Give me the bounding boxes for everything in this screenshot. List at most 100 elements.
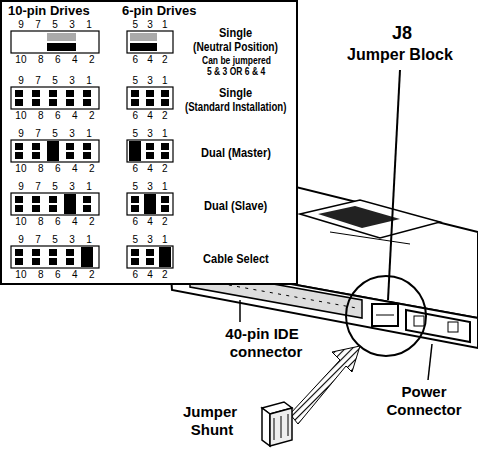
jumper-shunt-mark: [129, 141, 141, 161]
part-name: Jumper Block: [347, 47, 453, 63]
power-pin: [414, 316, 424, 326]
pin: [146, 258, 154, 265]
pin-numbers: 9 7 5 3 1: [18, 182, 92, 192]
pin: [131, 99, 139, 106]
pin: [32, 152, 40, 159]
neutral-shunt: [130, 43, 157, 51]
pin-numbers: 10 8 6 4 2: [15, 55, 94, 65]
pin-header-10: [11, 31, 99, 53]
column-heading: 6-pin Drives: [122, 4, 196, 17]
jumper-shunt-slot: [274, 418, 275, 440]
pin: [49, 205, 57, 212]
setting-name: (Standard Installation): [185, 101, 286, 113]
pin: [66, 143, 74, 150]
pin: [32, 258, 40, 265]
pin: [131, 258, 139, 265]
ide-pin: [262, 290, 265, 292]
setting-name: Dual (Slave): [204, 199, 267, 212]
pin-numbers: 10 8 6 4 2: [15, 217, 94, 227]
ide-pin: [303, 298, 306, 300]
pin: [83, 143, 91, 150]
ide-pin: [311, 299, 314, 301]
pin-header-10: [11, 246, 99, 268]
jumper-settings-panel: [1, 1, 297, 284]
pin: [161, 196, 169, 203]
pin: [49, 196, 57, 203]
pin: [15, 249, 23, 256]
pin: [131, 196, 139, 203]
ide-pin: [278, 293, 281, 295]
setting-name: Dual (Master): [201, 146, 271, 159]
pin-header-6: [127, 87, 173, 109]
pin: [15, 152, 23, 159]
setting-name: (Neutral Position): [193, 41, 278, 53]
pin: [32, 90, 40, 97]
drive-label-print: [318, 206, 400, 228]
pin: [32, 99, 40, 106]
setting-name: Cable Select: [203, 252, 269, 265]
pin-numbers: 6 4 2: [132, 270, 167, 280]
pin: [49, 99, 57, 106]
pin: [32, 249, 40, 256]
ide-pin: [327, 302, 330, 304]
jumper-shunt: [262, 408, 270, 446]
pin-numbers: 9 7 5 3 1: [18, 20, 92, 30]
part-name: 40-pin IDE: [225, 326, 298, 341]
neutral-shunt: [47, 33, 76, 41]
jumper-shunt-slot: [288, 414, 289, 436]
pin: [146, 90, 154, 97]
jumper-shunt-mark: [64, 194, 76, 214]
pin: [32, 196, 40, 203]
pin-numbers: 10 8 6 4 2: [15, 270, 94, 280]
pin-numbers: 10 8 6 4 2: [15, 164, 94, 174]
setting-note: Can be jumpered: [202, 56, 271, 66]
pin: [161, 99, 169, 106]
pin: [66, 99, 74, 106]
part-name: Power: [401, 384, 446, 399]
pin: [131, 205, 139, 212]
part-name: Jumper: [183, 404, 237, 419]
pin: [146, 99, 154, 106]
pin: [146, 249, 154, 256]
jumper-block: [372, 304, 398, 326]
ide-pin: [245, 287, 248, 289]
pin-numbers: 9 7 5 3 1: [18, 76, 92, 86]
pin-numbers: 5 3 1: [132, 235, 167, 245]
power-pin: [448, 322, 458, 332]
jumper-shunt-mark: [81, 247, 93, 267]
pin-header-6: [127, 140, 173, 162]
pin-numbers: 6 4 2: [132, 164, 167, 174]
ide-pin: [352, 307, 355, 309]
drive-label: [300, 200, 440, 238]
pin: [66, 90, 74, 97]
ide-pin: [270, 292, 273, 294]
pin-numbers: 6 4 2: [132, 111, 167, 121]
pin: [15, 196, 23, 203]
ide-pin: [237, 286, 240, 288]
pin-numbers: 5 3 1: [132, 182, 167, 192]
pin: [161, 152, 169, 159]
pin-header-10: [11, 193, 99, 215]
pin: [83, 99, 91, 106]
pin: [66, 152, 74, 159]
drive-edge: [330, 232, 410, 244]
pin: [83, 90, 91, 97]
setting-name: Single: [219, 26, 252, 39]
pin-header-10: [11, 87, 99, 109]
pin: [66, 258, 74, 265]
pin: [66, 249, 74, 256]
ide-pin: [335, 304, 338, 306]
jumper-shunt-mark: [144, 194, 156, 214]
pin: [49, 90, 57, 97]
pin: [161, 205, 169, 212]
pin: [32, 205, 40, 212]
pin-numbers: 9 7 5 3 1: [18, 129, 92, 139]
column-heading: 10-pin Drives: [8, 4, 90, 17]
leader-line: [428, 344, 432, 380]
pin-numbers: 5 3 1: [132, 76, 167, 86]
ide-pin: [253, 289, 256, 291]
pin: [49, 249, 57, 256]
ide-pin: [286, 295, 289, 297]
part-name: J8: [392, 24, 412, 42]
pin-header-6: [127, 246, 173, 268]
